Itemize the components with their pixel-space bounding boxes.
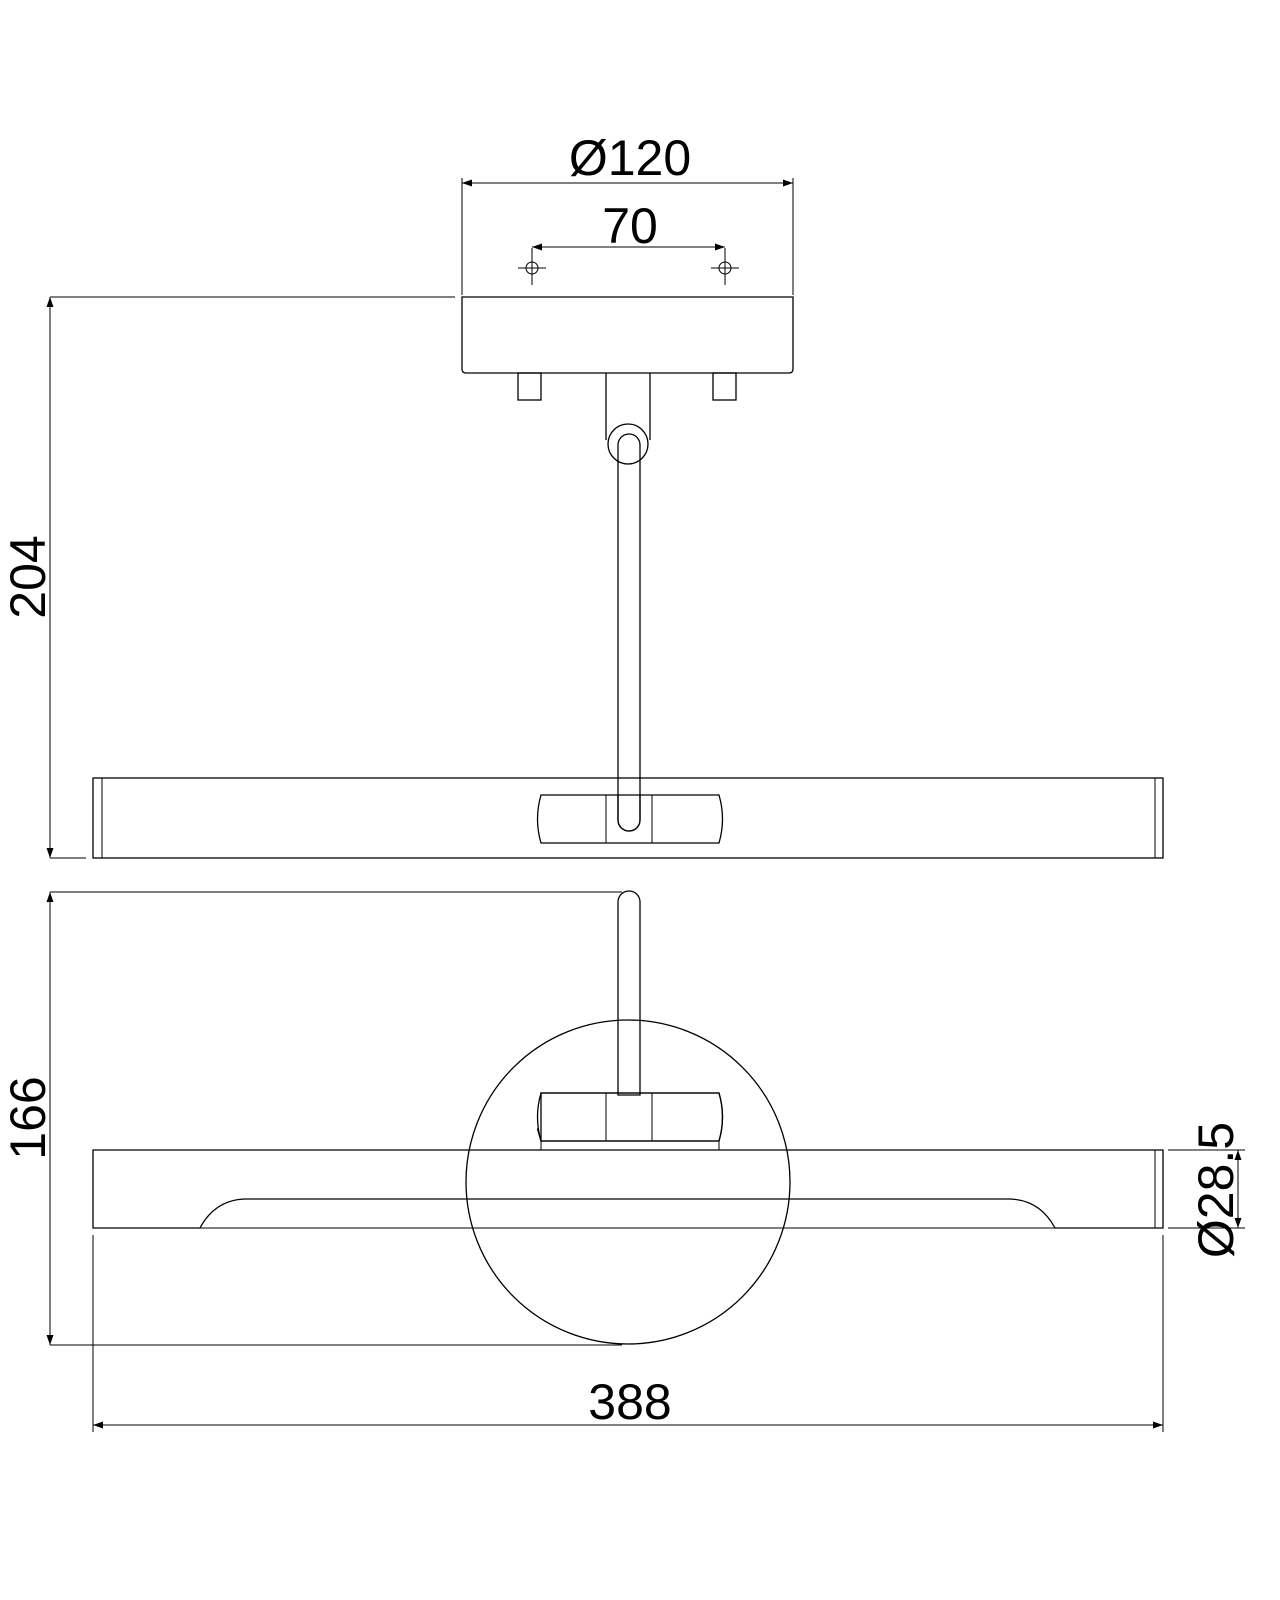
dimension-label-bar: Ø28.5 <box>1188 1122 1244 1258</box>
arm-rod <box>617 433 641 832</box>
stem-block <box>605 373 651 440</box>
light-bar-side <box>92 1149 1164 1229</box>
dimension-label-holes: 70 <box>602 198 658 254</box>
dimension-label-height: 204 <box>0 535 56 618</box>
dimension-label-width: 388 <box>588 1374 671 1430</box>
top-view: 166 Ø28.5 388 <box>0 890 1245 1432</box>
mount-hole-crosshair-icon <box>518 248 546 285</box>
wall-plate <box>465 1019 791 1345</box>
stem-joint <box>607 423 649 465</box>
light-bar <box>92 777 1164 859</box>
arm-rod <box>617 890 641 1096</box>
dimension-label-projection: 166 <box>0 1076 56 1159</box>
canopy <box>461 296 794 374</box>
bar-holder <box>536 1092 724 1142</box>
bar-holder <box>536 794 724 844</box>
mount-hole-crosshair-icon <box>711 248 739 285</box>
canopy-peg <box>712 372 737 401</box>
canopy-peg <box>517 372 542 401</box>
front-view: Ø120 70 204 <box>0 130 1164 859</box>
dimension-label-canopy: Ø120 <box>569 130 691 186</box>
